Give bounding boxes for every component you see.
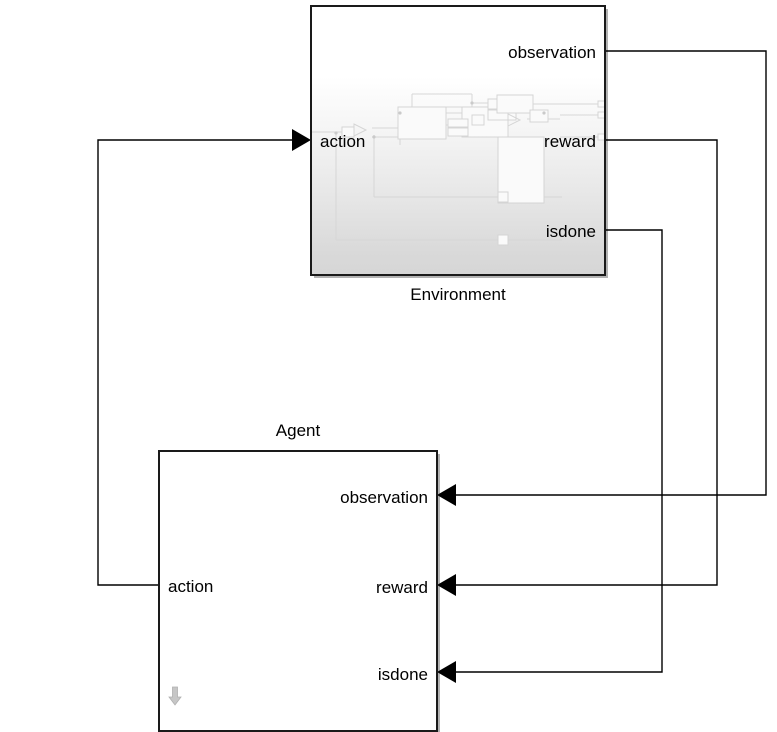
agent-port-label-reward: reward: [376, 578, 428, 597]
agent-block[interactable]: action observation reward isdone: [158, 450, 438, 732]
agent-port-label-isdone: isdone: [377, 665, 428, 684]
arrowhead-agent-isdone: [437, 661, 456, 683]
arrowhead-agent-reward: [437, 574, 456, 596]
env-port-label-observation: observation: [508, 43, 596, 62]
agent-port-label-action: action: [168, 577, 214, 596]
arrowhead-env-action: [292, 129, 311, 151]
subsystem-preview-icon: [312, 93, 604, 246]
agent-port-label-observation: observation: [340, 488, 428, 507]
env-port-label-reward: reward: [544, 132, 596, 151]
env-port-label-isdone: isdone: [545, 222, 596, 241]
arrowhead-agent-observation: [437, 484, 456, 506]
environment-block-caption: Environment: [410, 285, 506, 304]
arrow-down-icon: [168, 686, 182, 706]
env-port-label-action: action: [320, 132, 366, 151]
agent-block-caption: Agent: [275, 421, 321, 440]
environment-block[interactable]: action observation reward isdone: [310, 5, 606, 276]
